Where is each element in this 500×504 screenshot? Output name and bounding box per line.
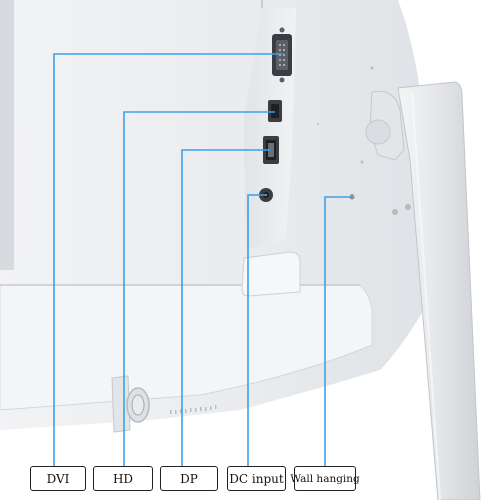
callout-line-wall bbox=[324, 196, 352, 466]
callout-line-dc bbox=[247, 194, 266, 466]
label-hd: HD bbox=[93, 466, 153, 491]
left-bezel bbox=[0, 0, 14, 270]
callout-line-dvi bbox=[53, 53, 282, 466]
callout-line-hd bbox=[123, 111, 275, 466]
callout-line-dp bbox=[181, 149, 271, 466]
dvi-port-icon bbox=[272, 27, 292, 83]
lower-rim bbox=[0, 284, 373, 411]
callout-lines bbox=[53, 53, 352, 466]
power-button-icon bbox=[111, 375, 150, 433]
label-wall-hanging: Wall hanging bbox=[290, 466, 360, 491]
label-dvi: DVI bbox=[30, 466, 86, 491]
port-housing-base bbox=[241, 251, 301, 297]
hdmi-port-icon bbox=[268, 100, 282, 122]
label-dp: DP bbox=[160, 466, 218, 491]
label-dc-input: DC input bbox=[227, 466, 286, 491]
vent-slots bbox=[170, 405, 217, 414]
